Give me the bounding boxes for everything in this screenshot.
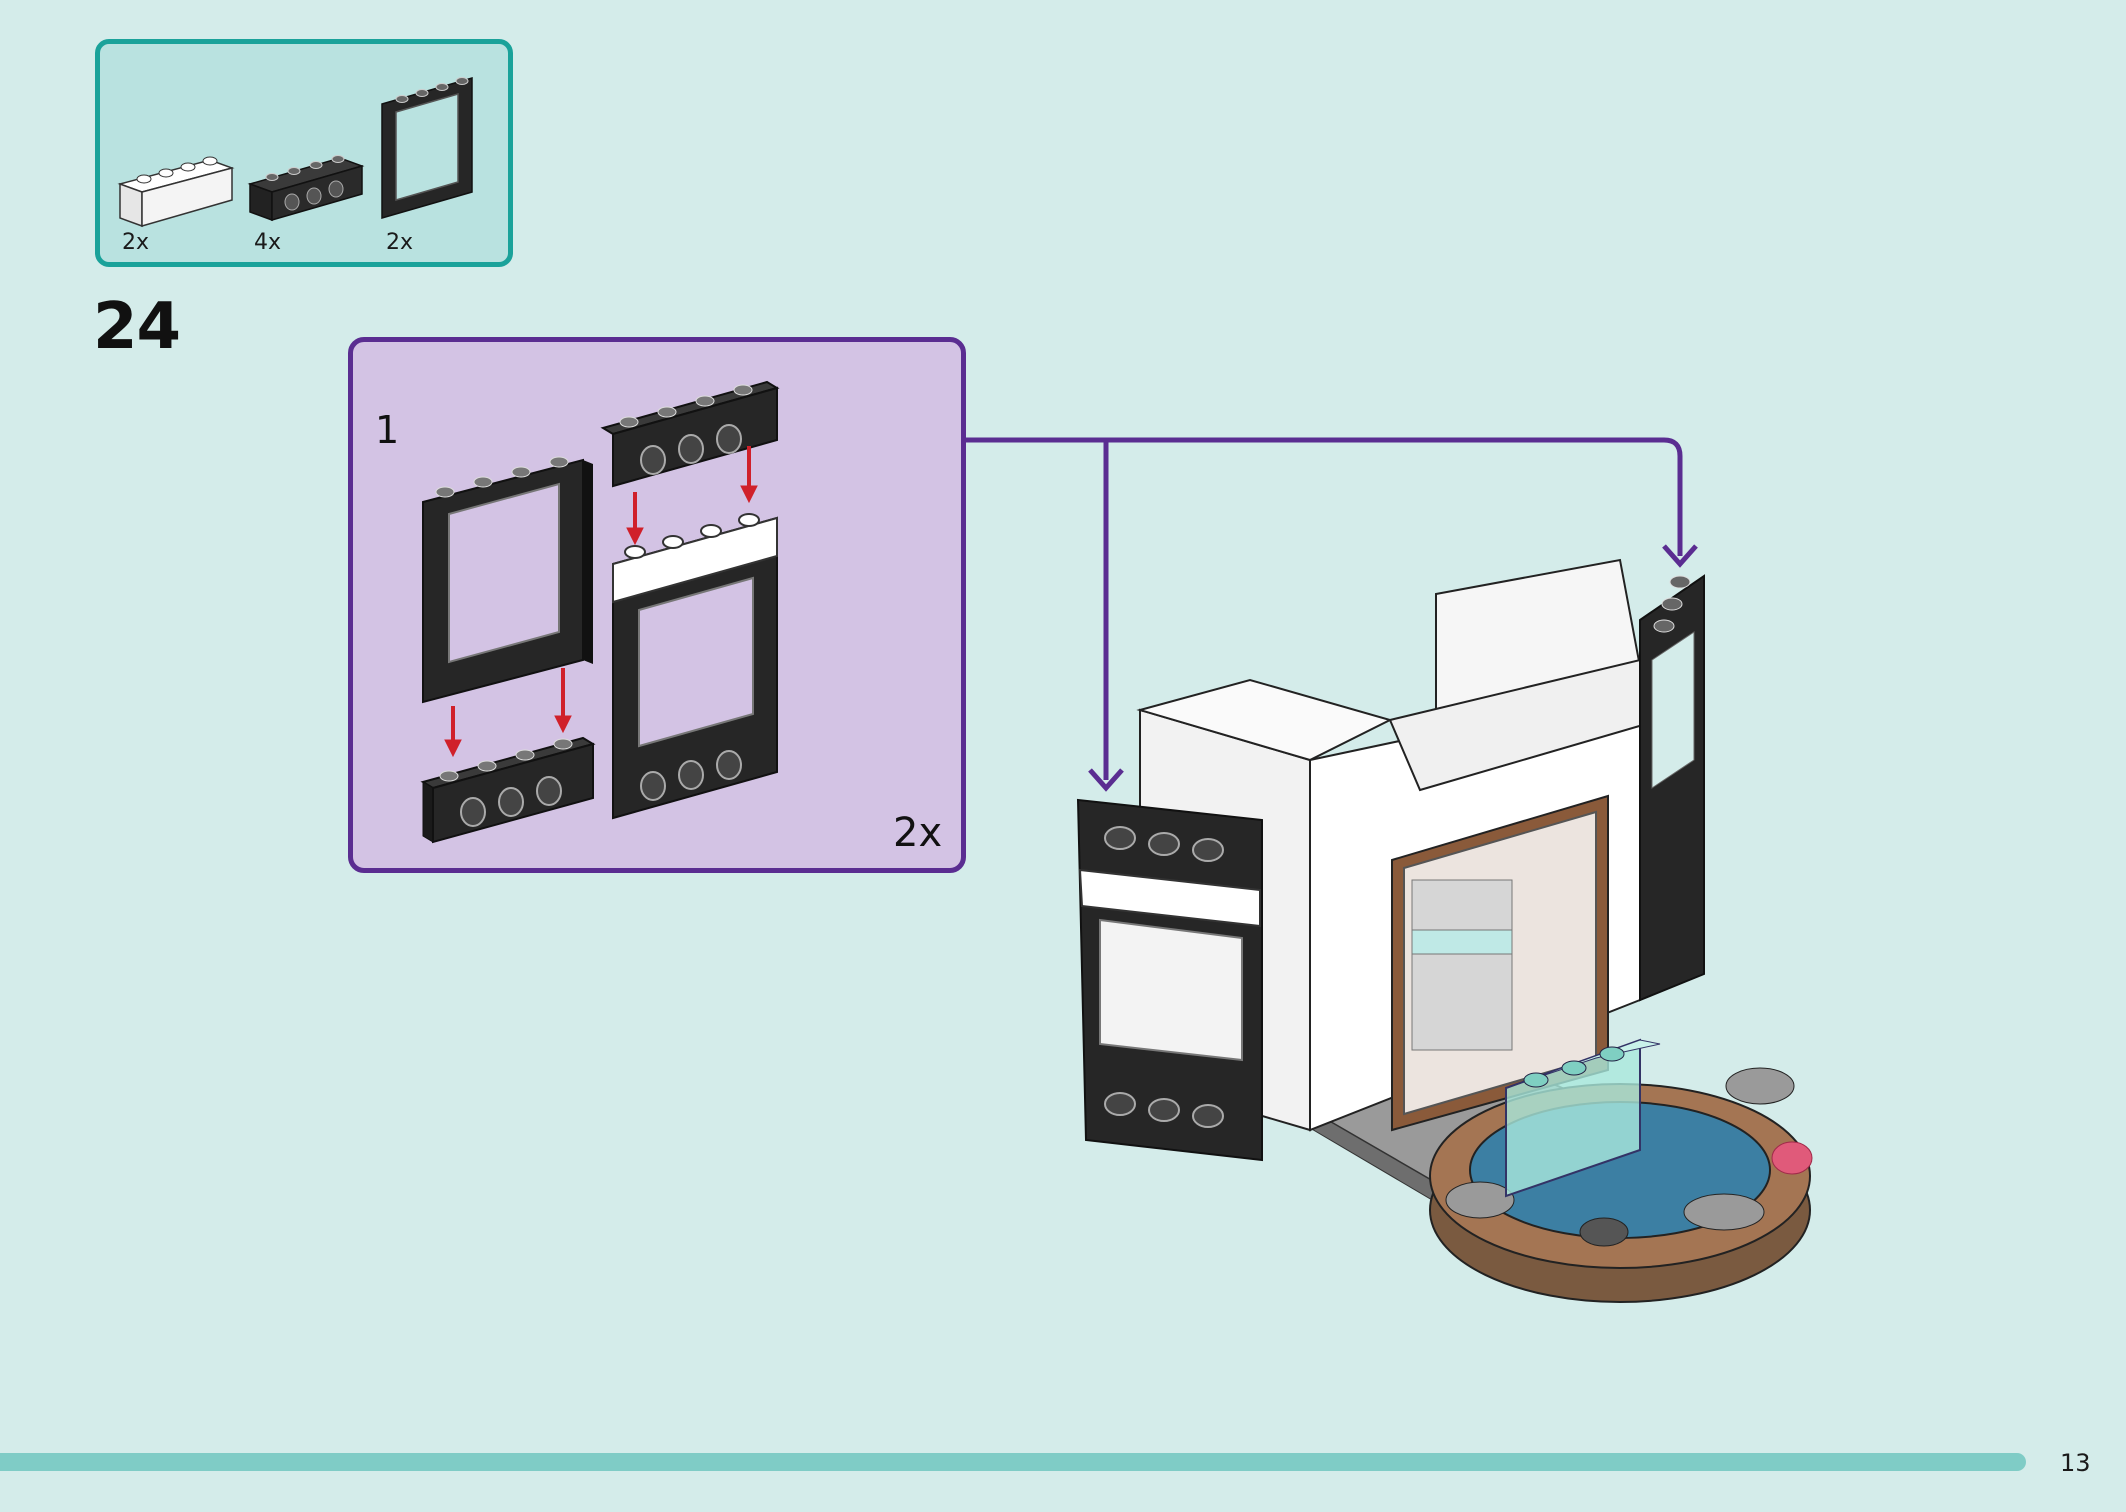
parts-illustrations — [117, 77, 473, 228]
sub-step-1-label: 1 — [375, 408, 400, 452]
black-window-frame-icon — [381, 77, 473, 219]
part-qty-white-brick: 2x — [122, 230, 150, 255]
window-frame-icon — [422, 456, 593, 704]
page-number: 13 — [2060, 1449, 2091, 1477]
black-technic-brick-icon — [247, 155, 365, 222]
technic-brick-top-icon — [600, 380, 780, 488]
transparent-bricks-icon — [1505, 1038, 1661, 1198]
parts-list-box: 2x 4x 2x — [95, 39, 513, 267]
left-window-pillar-icon — [1076, 798, 1263, 1162]
progress-bar — [0, 1453, 2026, 1471]
window-assembly-icon — [612, 513, 778, 820]
right-window-pillar-icon — [1639, 574, 1705, 1002]
pink-bird-icon — [1771, 1141, 1813, 1175]
white-brick-icon — [117, 156, 235, 228]
red-arrow-icon — [626, 446, 758, 546]
part-qty-window-frame: 2x — [386, 230, 414, 255]
step-number: 24 — [93, 290, 181, 364]
technic-brick-icon — [420, 736, 596, 844]
part-qty-technic-brick: 4x — [254, 230, 282, 255]
sub-assembly-box: 1 2 2x — [348, 337, 966, 873]
sub-assembly-multiplier: 2x — [893, 810, 943, 856]
sub-assembly-illustrations — [420, 380, 780, 844]
red-arrow-icon — [444, 668, 572, 758]
window-opening-icon — [1391, 794, 1609, 1132]
